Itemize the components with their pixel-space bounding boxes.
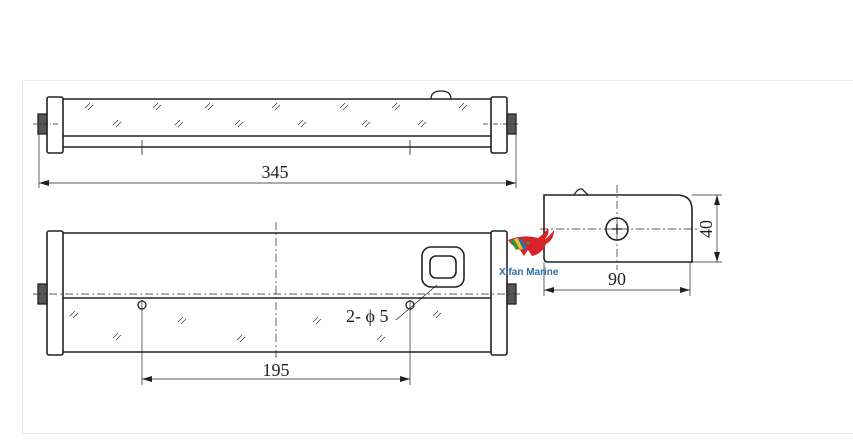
length-dimension: 345 (262, 162, 289, 182)
front-view (33, 222, 520, 385)
height-dimension: 40 (696, 220, 716, 238)
width-dimension: 90 (608, 269, 626, 289)
top-view (33, 90, 520, 188)
glass-hatch (84, 102, 468, 128)
drawing-panel (22, 80, 853, 434)
watermark-text: Xifan Marine (499, 267, 559, 278)
side-view (540, 185, 722, 296)
watermark-logo: Xifan Marine (499, 228, 559, 278)
hole-spacing-dimension: 195 (263, 360, 290, 380)
switch-icon (421, 246, 465, 288)
hole-callout: 2- ϕ 5 (346, 306, 388, 326)
